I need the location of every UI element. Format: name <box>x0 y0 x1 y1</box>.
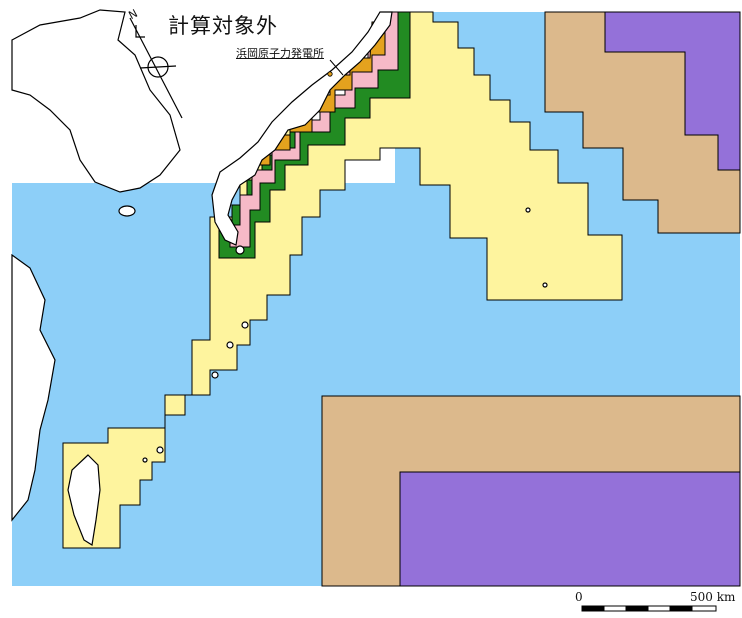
island <box>241 321 249 329</box>
island <box>211 371 219 379</box>
zone-purple-northeast <box>604 11 741 171</box>
zone-purple-southeast <box>399 471 741 587</box>
scale-end-label: 500 km <box>690 590 736 604</box>
plant-label: 浜岡原子力発電所 <box>236 47 324 60</box>
outside-area-label: 計算対象外 <box>168 14 278 38</box>
land-china-coast <box>11 253 56 522</box>
island <box>156 446 164 454</box>
island <box>142 457 148 463</box>
land-japan <box>211 11 393 246</box>
plant-marker-icon <box>327 59 344 77</box>
island <box>226 341 234 349</box>
land-taiwan <box>67 454 101 546</box>
scale-start-label: 0 <box>575 590 583 604</box>
island <box>542 282 548 288</box>
compass-rose-icon <box>129 17 183 119</box>
land-jeju <box>118 205 136 217</box>
zone-yellow <box>62 11 623 549</box>
scale-bar <box>581 605 717 612</box>
island <box>235 245 245 255</box>
land-korea <box>11 9 181 193</box>
island <box>525 207 531 213</box>
land-masses <box>11 9 548 546</box>
